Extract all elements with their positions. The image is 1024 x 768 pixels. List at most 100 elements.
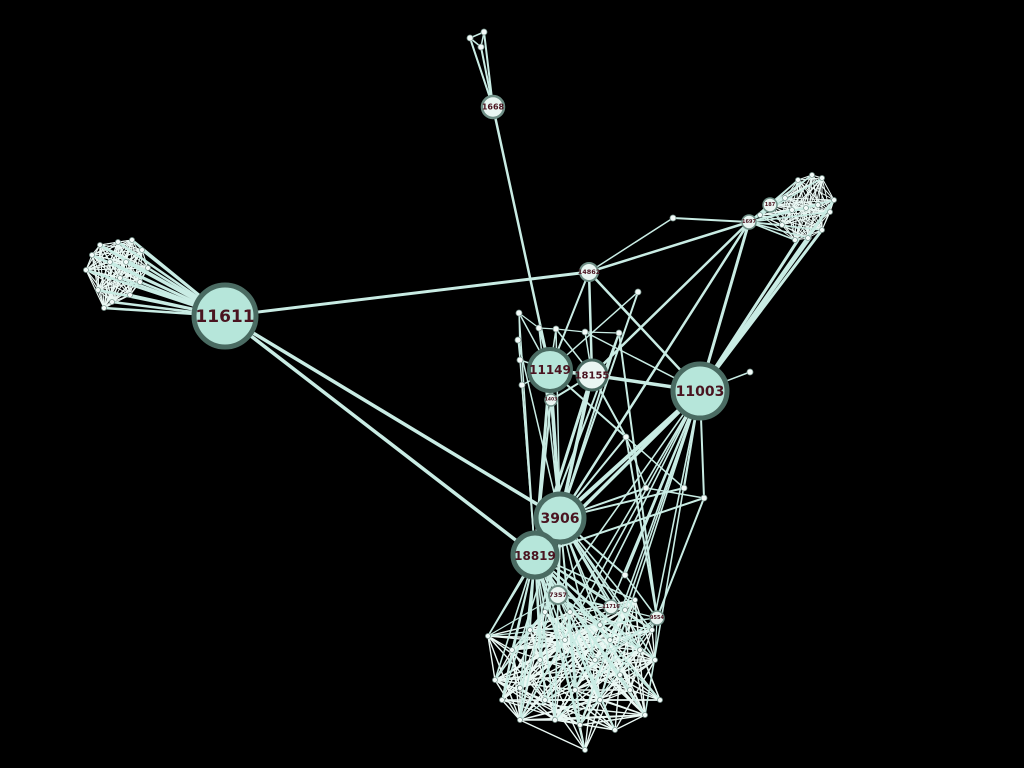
graph-node-unlabeled[interactable]: [477, 43, 485, 51]
graph-edge: [99, 244, 111, 263]
graph-node-unlabeled[interactable]: [518, 381, 526, 389]
graph-node-unlabeled[interactable]: [642, 712, 648, 718]
graph-node-unlabeled[interactable]: [537, 657, 543, 663]
graph-node-unlabeled[interactable]: [572, 687, 578, 693]
graph-node-unlabeled[interactable]: [115, 239, 121, 245]
graph-node-unlabeled[interactable]: [597, 697, 603, 703]
graph-node-unlabeled[interactable]: [815, 202, 821, 208]
node-18155[interactable]: 18155: [575, 358, 610, 392]
graph-node-unlabeled[interactable]: [517, 685, 523, 691]
node-11149[interactable]: 11149: [527, 347, 573, 393]
graph-node-unlabeled[interactable]: [542, 609, 548, 615]
graph-node-unlabeled[interactable]: [129, 237, 135, 243]
graph-node-unlabeled[interactable]: [621, 571, 629, 579]
graph-node-unlabeled[interactable]: [485, 633, 491, 639]
graph-node-unlabeled[interactable]: [509, 647, 515, 653]
graph-node-unlabeled[interactable]: [795, 177, 801, 183]
graph-node-unlabeled[interactable]: [782, 195, 788, 201]
node-label: 9554: [650, 615, 664, 621]
graph-node-unlabeled[interactable]: [637, 647, 643, 653]
graph-node-unlabeled[interactable]: [622, 607, 628, 613]
node-1403[interactable]: 1403: [544, 393, 558, 407]
graph-node-unlabeled[interactable]: [831, 197, 837, 203]
graph-node-unlabeled[interactable]: [535, 324, 543, 332]
graph-node-unlabeled[interactable]: [552, 717, 558, 723]
graph-node-unlabeled[interactable]: [827, 209, 833, 215]
graph-node-unlabeled[interactable]: [607, 637, 613, 643]
graph-node-unlabeled[interactable]: [145, 265, 151, 271]
graph-node-unlabeled[interactable]: [592, 657, 598, 663]
node-14862[interactable]: 14862: [578, 262, 601, 282]
node-label: 7357: [549, 591, 567, 599]
graph-node-unlabeled[interactable]: [700, 494, 708, 502]
graph-node-unlabeled[interactable]: [139, 247, 145, 253]
graph-node-unlabeled[interactable]: [615, 329, 623, 337]
graph-node-unlabeled[interactable]: [127, 292, 133, 298]
graph-node-unlabeled[interactable]: [117, 275, 123, 281]
graph-edge: [558, 220, 751, 520]
graph-node-unlabeled[interactable]: [95, 287, 101, 293]
graph-node-unlabeled[interactable]: [581, 328, 589, 336]
graph-node-unlabeled[interactable]: [642, 484, 650, 492]
graph-node-unlabeled[interactable]: [137, 279, 143, 285]
graph-node-unlabeled[interactable]: [792, 237, 798, 243]
graph-node-unlabeled[interactable]: [577, 722, 583, 728]
node-3906[interactable]: 3906: [533, 491, 587, 545]
graph-node-unlabeled[interactable]: [597, 622, 603, 628]
graph-edge: [698, 236, 812, 393]
node-18819[interactable]: 18819: [510, 530, 560, 580]
graph-node-unlabeled[interactable]: [617, 672, 623, 678]
graph-node-unlabeled[interactable]: [514, 336, 522, 344]
graph-node-unlabeled[interactable]: [649, 627, 655, 633]
node-1697[interactable]: 1697: [741, 214, 757, 230]
graph-node-unlabeled[interactable]: [612, 727, 618, 733]
graph-node-unlabeled[interactable]: [109, 299, 115, 305]
graph-node-unlabeled[interactable]: [789, 207, 795, 213]
graph-node-unlabeled[interactable]: [527, 627, 533, 633]
graph-node-unlabeled[interactable]: [552, 325, 560, 333]
graph-node-unlabeled[interactable]: [562, 637, 568, 643]
graph-node-unlabeled[interactable]: [466, 34, 474, 42]
node-11003[interactable]: 11003: [670, 361, 730, 421]
graph-node-unlabeled[interactable]: [542, 697, 548, 703]
graph-node-unlabeled[interactable]: [632, 597, 638, 603]
graph-node-unlabeled[interactable]: [515, 309, 523, 317]
graph-edge: [519, 594, 559, 689]
graph-node-unlabeled[interactable]: [480, 28, 488, 36]
graph-node-unlabeled[interactable]: [652, 657, 658, 663]
graph-node-unlabeled[interactable]: [499, 697, 505, 703]
graph-edge: [625, 436, 685, 489]
graph-node-unlabeled[interactable]: [622, 433, 630, 441]
graph-node-unlabeled[interactable]: [819, 175, 825, 181]
graph-node-unlabeled[interactable]: [107, 259, 113, 265]
graph-node-unlabeled[interactable]: [819, 227, 825, 233]
node-11611[interactable]: 11611: [191, 282, 259, 350]
graph-node-unlabeled[interactable]: [97, 242, 103, 248]
graph-node-unlabeled[interactable]: [746, 368, 754, 376]
graph-node-unlabeled[interactable]: [669, 214, 677, 222]
graph-node-unlabeled[interactable]: [634, 288, 642, 296]
graph-node-unlabeled[interactable]: [627, 687, 633, 693]
graph-node-unlabeled[interactable]: [517, 717, 523, 723]
node-7357[interactable]: 7357: [548, 585, 568, 605]
node-11716[interactable]: 11716: [602, 599, 620, 615]
graph-node-unlabeled[interactable]: [805, 235, 811, 241]
graph-node-unlabeled[interactable]: [779, 222, 785, 228]
node-187[interactable]: 187: [762, 197, 778, 213]
graph-edge: [91, 239, 133, 256]
graph-node-unlabeled[interactable]: [582, 747, 588, 753]
graph-node-unlabeled[interactable]: [101, 305, 107, 311]
graph-node-unlabeled[interactable]: [803, 205, 809, 211]
graph-node-unlabeled[interactable]: [657, 697, 663, 703]
graph-node-unlabeled[interactable]: [567, 609, 573, 615]
node-9554[interactable]: 9554: [649, 610, 665, 626]
graph-node-unlabeled[interactable]: [123, 259, 129, 265]
graph-node-unlabeled[interactable]: [492, 677, 498, 683]
graph-node-unlabeled[interactable]: [516, 356, 524, 364]
node-1668[interactable]: 1668: [480, 94, 506, 120]
graph-node-unlabeled[interactable]: [89, 252, 95, 258]
graph-node-unlabeled[interactable]: [809, 172, 815, 178]
graph-node-unlabeled[interactable]: [83, 267, 89, 273]
graph-node-unlabeled[interactable]: [680, 484, 688, 492]
graph-node-unlabeled[interactable]: [757, 212, 763, 218]
